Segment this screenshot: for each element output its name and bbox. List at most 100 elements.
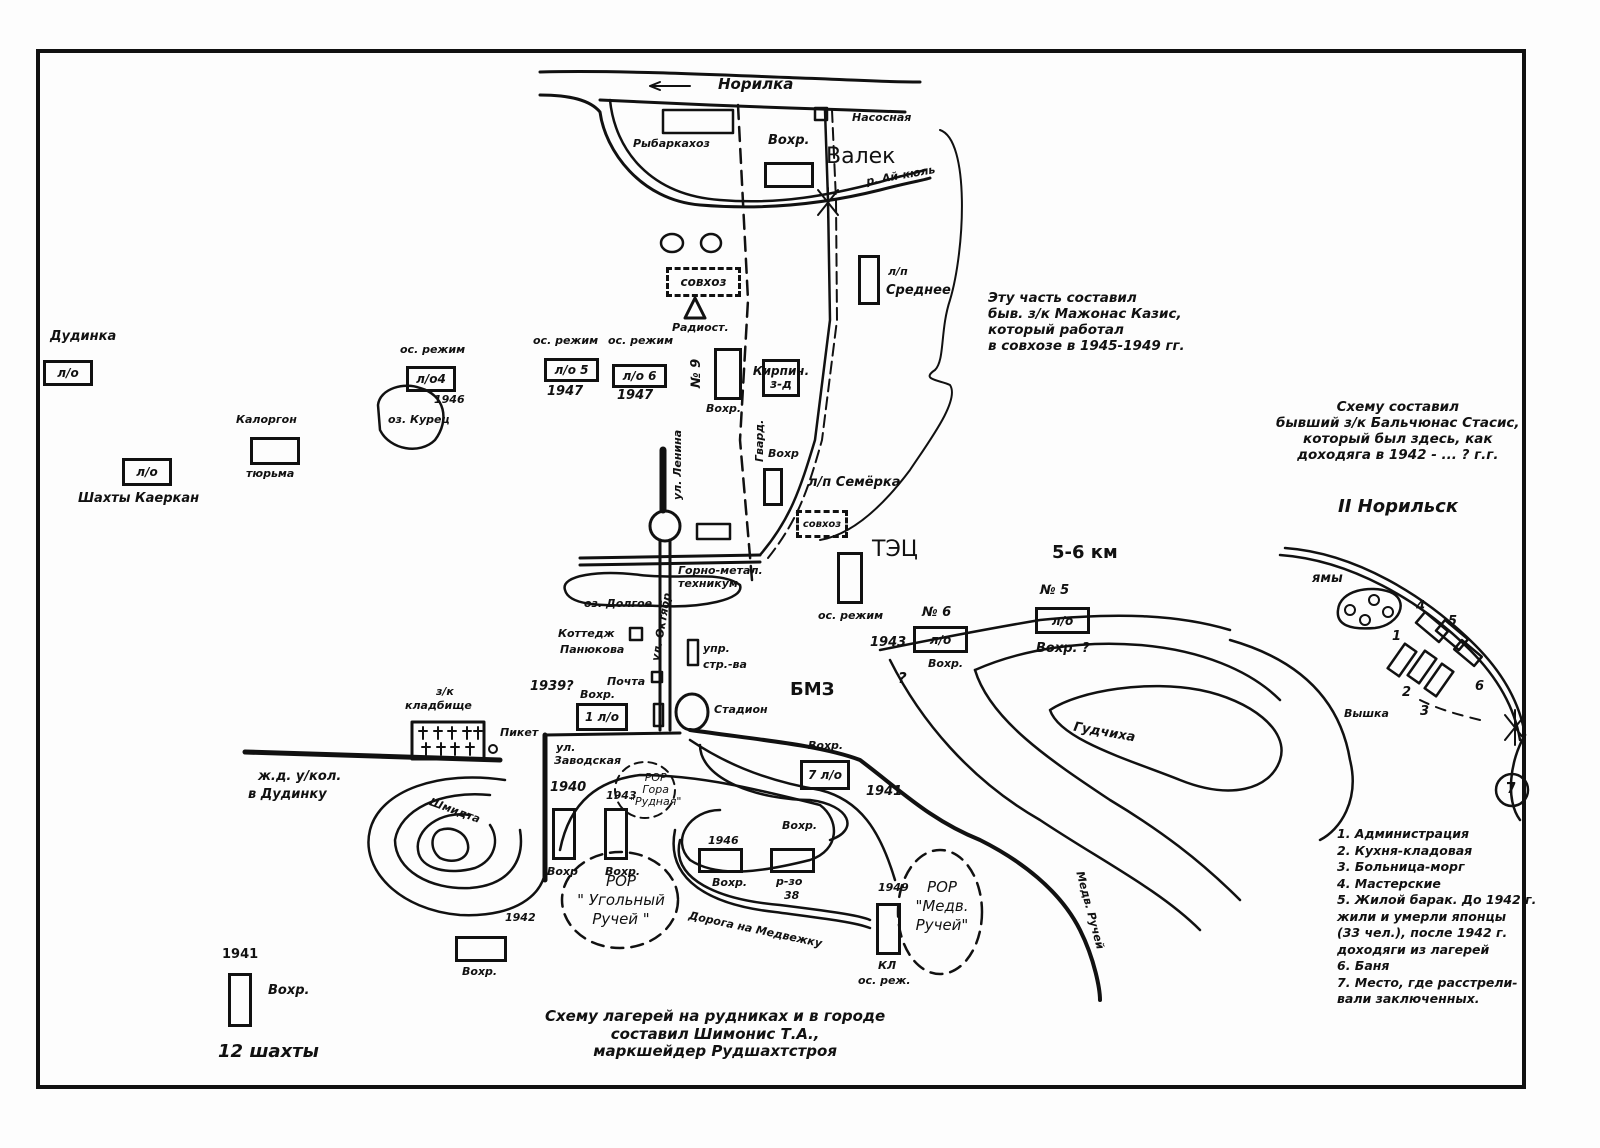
label-n5: 5: [1448, 614, 1458, 629]
label-shakhty-kayerkan: Шахты Каеркан: [78, 491, 200, 506]
legend: 1. Администрация 2. Кухня-кладовая 3. Бо…: [1337, 826, 1537, 1006]
label-year-1940: 1940: [550, 780, 587, 795]
rop-gora-rudnaya-zone: [614, 761, 676, 819]
med-ruchey-river: [688, 728, 1102, 1002]
note-right-author: Схему составил бывший з/к Бальчюнас Стас…: [1276, 399, 1520, 463]
label-year-104: 1946: [434, 393, 465, 406]
label-rop-med: РОР "Медв. Ручей": [915, 878, 969, 934]
label-os-rezhim-6: ос. режим: [608, 334, 674, 347]
pits: [1336, 587, 1402, 630]
square-circle: [648, 509, 682, 543]
label-srednee: Среднее: [886, 283, 951, 298]
stadium: [674, 692, 710, 732]
camp-srednee: [858, 255, 880, 305]
camp-1lo: 1 л/о: [576, 703, 628, 731]
norilka-river: [538, 70, 922, 84]
label-kladbishche-a: з/к: [436, 685, 454, 698]
camp-12-shakhty: [228, 973, 252, 1027]
camp-38: [770, 848, 815, 873]
label-n7: 7: [1506, 779, 1517, 797]
camp-dudinka: л/о: [43, 360, 93, 386]
label-rop-gora: РОР Гора "Рудная": [630, 771, 682, 809]
sovkhoz2-box: совхоз: [796, 510, 848, 538]
brick-factory: Кирпич.з-д: [753, 359, 809, 397]
dashed-road: [736, 103, 754, 582]
label-ul-gvardeyskaya: Гвард.: [753, 419, 766, 462]
label-stadion: Стадион: [714, 703, 768, 716]
camp-1940: [552, 808, 576, 860]
label-v-dudinku: в Дудинку: [248, 787, 327, 802]
camp-kayerkan: л/о: [122, 458, 172, 486]
cemetery: [410, 720, 486, 761]
camp-kalorgon-prison: [250, 437, 300, 465]
label-vyshka: Вышка: [1344, 707, 1389, 720]
rybkolkhoz-building: [661, 108, 735, 135]
camp-1949: [876, 903, 901, 955]
label-distance: 5-6 км: [1052, 542, 1118, 563]
label-zhd: ж.д. у/кол.: [258, 769, 342, 784]
label-vokhr-1940: Вохр: [547, 865, 578, 878]
camp-1942: [455, 936, 507, 962]
label-norilka: Норилка: [718, 75, 794, 93]
label-dudinka: Дудинка: [50, 329, 117, 344]
execution-site-marker: [1494, 772, 1530, 808]
label-panyukova: Панюкова: [560, 643, 625, 656]
label-no9: № 9: [689, 358, 704, 388]
label-vokhr-top: Вохр.: [768, 133, 810, 148]
label-lp-srednee: л/п: [888, 265, 908, 278]
label-vokhr-9: Вохр.: [706, 402, 742, 415]
camp-lo6: л/о 6: [612, 364, 667, 388]
label-lake-dolgoe: оз. Долгое: [584, 597, 653, 610]
label-vokhr-1943: Вохр.: [605, 865, 641, 878]
label-n2: 2: [1402, 685, 1412, 700]
label-12-shakhty: 12 шахты: [218, 1041, 319, 1062]
label-no5: № 5: [1040, 583, 1070, 598]
label-lake-kurets: оз. Курец: [388, 413, 450, 426]
label-year-1943: 1943: [606, 789, 637, 802]
label-kladbishche-b: кладбище: [405, 699, 472, 712]
label-ul-lenina: ул. Ленина: [671, 429, 684, 500]
label-radiost: Радиост.: [672, 321, 729, 334]
label-n6: 6: [1475, 679, 1485, 694]
label-os-rezhim-tets: ос. режим: [818, 609, 884, 622]
label-year-1941-bl: 1941: [222, 947, 259, 962]
label-no6: № 6: [922, 605, 952, 620]
label-vokhr-38: Вохр.: [782, 819, 818, 832]
camp-lo4: л/о4: [406, 366, 456, 392]
label-n1: 1: [1392, 629, 1402, 644]
label-pochta: Почта: [607, 675, 646, 688]
label-str-va: стр.-ва: [703, 658, 747, 671]
label-rop-ugolny: РОР " Угольный Ручей ": [577, 872, 665, 928]
gora-shmidta-contour-1: [367, 776, 547, 917]
label-vokhr-12: Вохр.: [268, 983, 310, 998]
rop-ugolny-ruchey-zone: [560, 850, 680, 950]
label-year-1941-mid: 1941: [866, 784, 903, 799]
label-valek: Валек: [826, 144, 896, 169]
label-upr: упр.: [703, 642, 730, 655]
map-frame: [36, 49, 1526, 1089]
label-vokhr-1946: Вохр.: [712, 876, 748, 889]
label-tyurma: тюрьма: [246, 467, 295, 480]
label-os-rezhim-5: ос. режим: [533, 334, 599, 347]
camp-vokhr-mid: [763, 468, 783, 506]
label-vokhr-1lo: Вохр.: [580, 688, 616, 701]
label-38: 38: [784, 889, 800, 902]
label-lp-semerka: л/п Семёрка: [808, 475, 901, 490]
label-vokhr-no5: Вохр. ?: [1036, 641, 1090, 656]
gudchikha-hill: [1048, 684, 1283, 792]
label-norilsk2: II Норильск: [1338, 496, 1459, 517]
label-nasosnaya: Насосная: [852, 111, 912, 124]
label-ul-zavodskaya-b: Заводская: [554, 754, 622, 767]
camp-lo5: л/о 5: [544, 358, 599, 382]
radio-station-icon: [683, 296, 707, 320]
sovkhoz-box: совхоз: [666, 267, 741, 297]
label-os-rezh: ос. реж.: [858, 974, 911, 987]
label-tets: ТЭЦ: [872, 537, 918, 562]
label-kottedzh: Коттедж: [558, 627, 615, 640]
label-vokhr-1942: Вохр.: [462, 965, 498, 978]
label-kalorgon: Калоргон: [236, 413, 297, 426]
label-tets-question: ?: [898, 669, 907, 687]
label-rybkolkhoz: Рыбаркахоз: [633, 137, 710, 150]
lake-dolgoe: [563, 571, 742, 608]
